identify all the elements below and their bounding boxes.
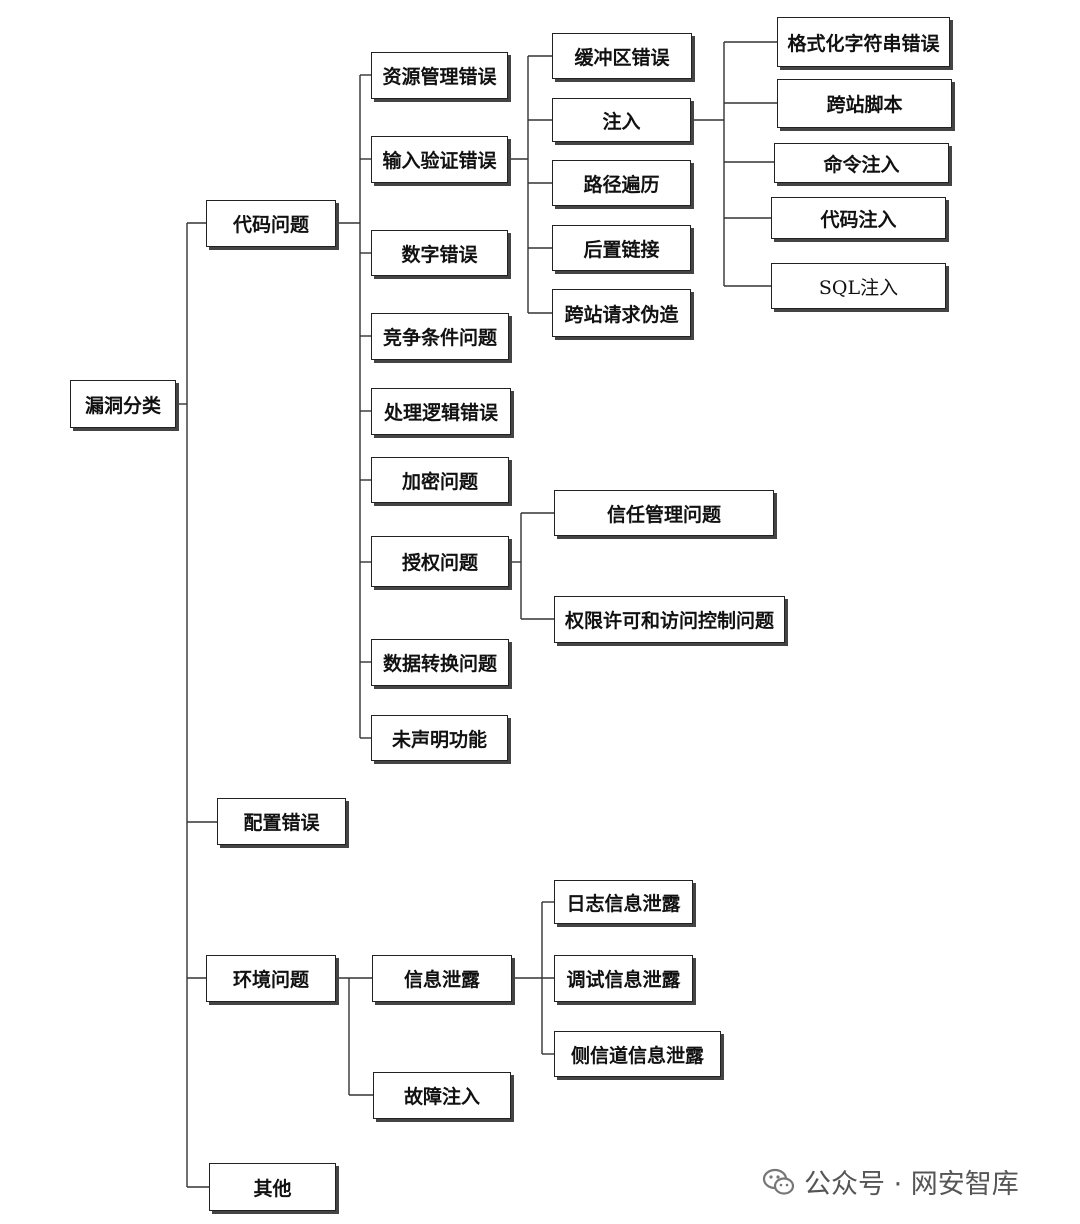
node-code-issues: 代码问题 — [206, 200, 336, 247]
node-resource-mgmt: 资源管理错误 — [371, 52, 508, 99]
node-logic-error: 处理逻辑错误 — [371, 388, 511, 435]
node-sql-injection: SQL注入 — [771, 263, 946, 309]
node-side-channel-leak: 侧信道信息泄露 — [554, 1031, 721, 1077]
node-crypto: 加密问题 — [371, 457, 509, 503]
node-buffer-error: 缓冲区错误 — [552, 33, 692, 79]
node-race-condition: 竞争条件问题 — [371, 313, 509, 360]
node-number-error: 数字错误 — [371, 230, 508, 276]
node-root: 漏洞分类 — [70, 380, 176, 428]
node-data-conversion: 数据转换问题 — [371, 639, 509, 686]
node-injection: 注入 — [552, 98, 691, 142]
node-trust-mgmt: 信任管理问题 — [554, 490, 774, 536]
node-undeclared-function: 未声明功能 — [371, 715, 508, 761]
node-config-error: 配置错误 — [217, 798, 346, 845]
node-input-validation: 输入验证错误 — [371, 136, 508, 183]
node-xss: 跨站脚本 — [777, 79, 952, 128]
node-fault-injection: 故障注入 — [373, 1072, 511, 1119]
node-info-leak: 信息泄露 — [372, 955, 512, 1002]
wechat-icon — [762, 1168, 795, 1195]
node-other: 其他 — [209, 1163, 336, 1211]
node-log-leak: 日志信息泄露 — [554, 880, 693, 924]
node-authorization: 授权问题 — [371, 536, 509, 587]
watermark-text: 公众号 · 网安智库 — [804, 1169, 1019, 1200]
node-path-traversal: 路径遍历 — [552, 160, 691, 206]
node-csrf: 跨站请求伪造 — [552, 289, 691, 337]
node-env-issues: 环境问题 — [206, 955, 336, 1002]
node-access-control: 权限许可和访问控制问题 — [554, 596, 785, 643]
node-code-injection: 代码注入 — [771, 197, 946, 239]
watermark: 公众号 · 网安智库 — [762, 1162, 1019, 1201]
node-format-string: 格式化字符串错误 — [777, 17, 950, 67]
node-debug-leak: 调试信息泄露 — [554, 955, 693, 1002]
node-command-injection: 命令注入 — [774, 143, 949, 183]
node-link-following: 后置链接 — [552, 225, 691, 271]
